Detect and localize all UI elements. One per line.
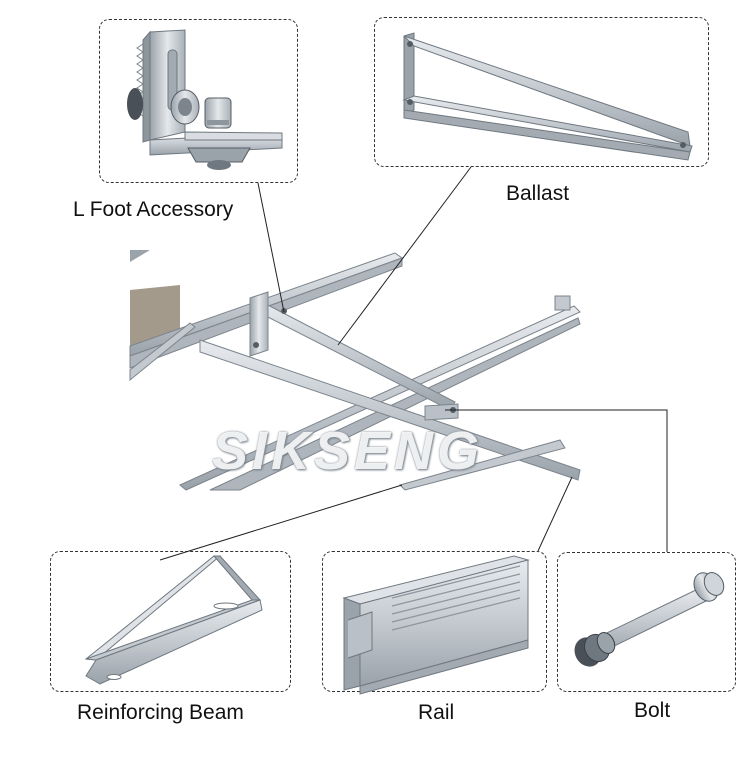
label-l-foot-accessory: L Foot Accessory — [73, 198, 234, 221]
leader-reinforcing-beam — [159, 484, 403, 561]
ballast-box — [374, 17, 709, 167]
bolt-illustration — [574, 572, 725, 667]
leader-bolt — [445, 409, 668, 552]
reinforcing-beam-illustration — [84, 555, 263, 685]
label-rail: Rail — [418, 701, 455, 724]
bolt-box — [557, 552, 736, 692]
ballast-illustration — [402, 32, 693, 161]
label-reinforcing-beam: Reinforcing Beam — [77, 701, 244, 724]
l-foot-box — [99, 19, 298, 183]
leader-lines — [159, 166, 668, 561]
leader-l-foot — [257, 182, 285, 313]
l-foot-illustration — [127, 29, 283, 170]
leader-ballast — [337, 166, 472, 346]
assembly-illustration — [129, 250, 581, 491]
watermark: SIKSENG — [212, 421, 484, 481]
reinforcing-beam-box — [50, 551, 291, 692]
rail-illustration — [342, 555, 530, 695]
rail-box — [322, 551, 547, 692]
leader-rail — [537, 476, 573, 552]
label-bolt: Bolt — [634, 699, 671, 722]
label-ballast: Ballast — [506, 182, 570, 205]
